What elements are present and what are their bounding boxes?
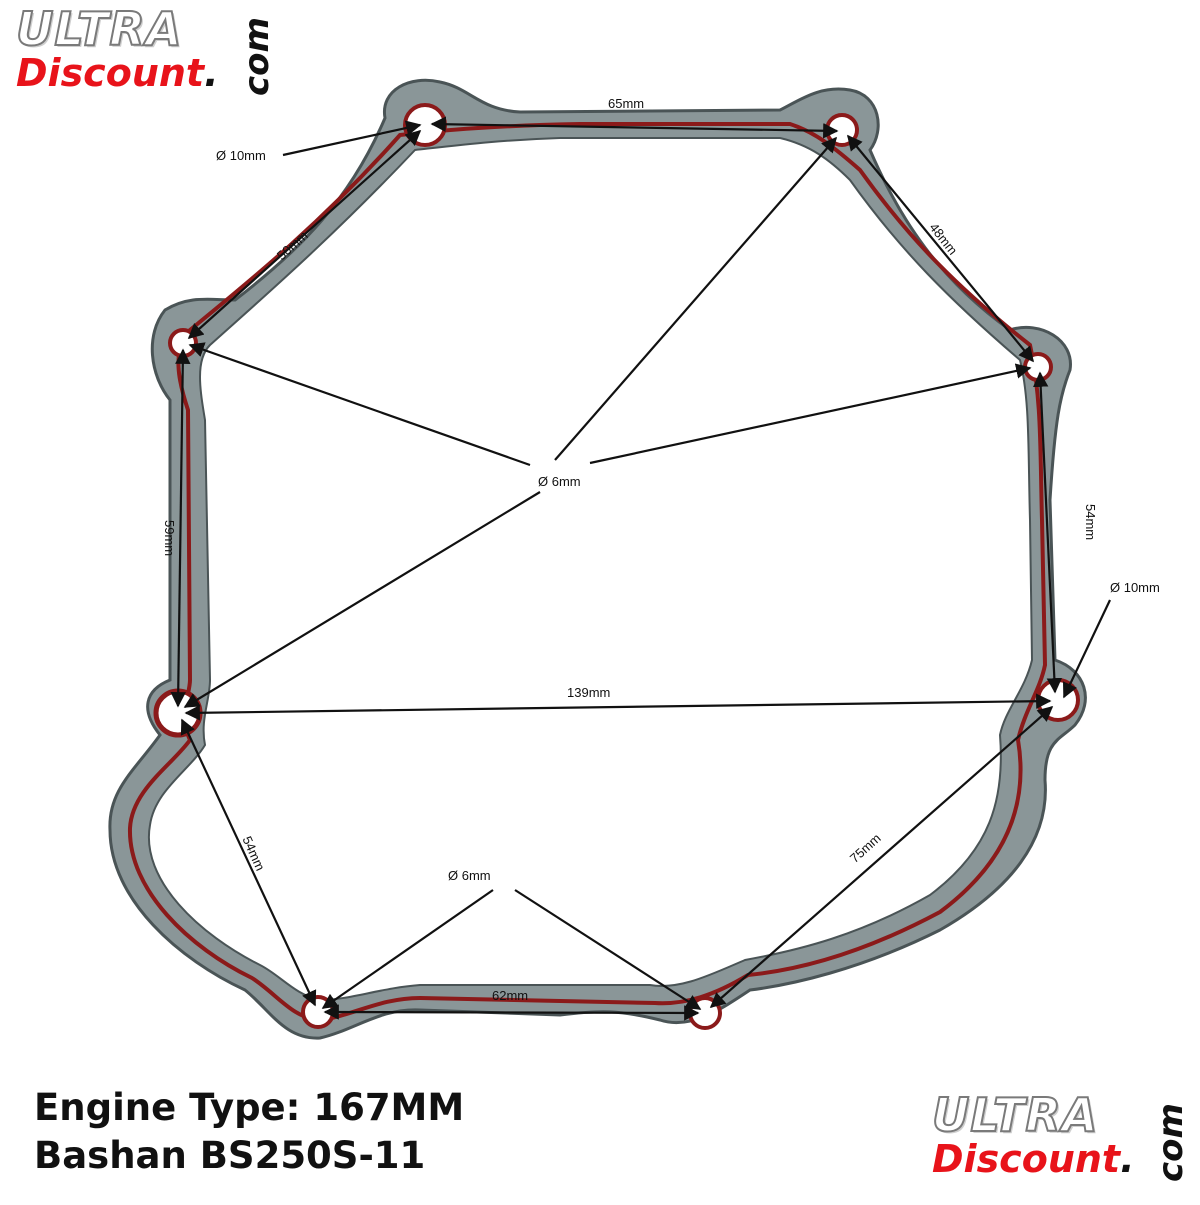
arrow-center-ul <box>188 342 531 467</box>
arrow-lower-left <box>180 718 317 1007</box>
arrow-bottom-left <box>321 889 494 1009</box>
engine-type-caption: Engine Type: 167MM <box>34 1086 465 1129</box>
logo-discount-text: Discount. <box>932 1137 1135 1181</box>
logo-com-text: com <box>237 17 277 96</box>
arrow-left-side <box>170 348 191 708</box>
arrow-upper-left <box>187 129 422 340</box>
label-top-span: 65mm <box>608 96 644 111</box>
arrow-center-ur <box>589 363 1032 465</box>
label-bottom-span: 62mm <box>492 988 528 1003</box>
arrow-lower-right <box>709 705 1054 1009</box>
model-caption: Bashan BS250S-11 <box>34 1134 426 1177</box>
arrow-upper-right <box>847 134 1034 363</box>
logo-ultra-text: ULTRA <box>15 2 183 56</box>
ultradiscount-logo-bottom[interactable]: ULTRA Discount. com <box>931 1088 1191 1182</box>
dimension-arrows <box>170 116 1111 1021</box>
arrow-d-right <box>1062 599 1111 699</box>
arrow-bottom-right <box>514 889 702 1010</box>
logo-ultra-text: ULTRA <box>931 1088 1099 1142</box>
arrow-center-tr <box>554 136 838 461</box>
arrow-top-span <box>430 116 839 139</box>
arrow-width <box>184 693 1052 721</box>
label-d-right: Ø 10mm <box>1110 580 1160 595</box>
logo-com-text: com <box>1151 1103 1191 1182</box>
arrow-right-side <box>1032 371 1063 694</box>
label-bottom-holes: Ø 6mm <box>448 868 491 883</box>
arrow-center-left <box>183 491 541 708</box>
label-width: 139mm <box>567 685 610 700</box>
label-d-top-left: Ø 10mm <box>216 148 266 163</box>
logo-discount-text: Discount. <box>16 51 219 95</box>
hole-upper-right <box>1023 352 1053 382</box>
arrow-bottom-span <box>323 1004 700 1021</box>
label-right-side: 54mm <box>1083 504 1098 540</box>
label-left-side: 59mm <box>162 520 177 556</box>
ultradiscount-logo-top[interactable]: ULTRA Discount. com <box>15 2 277 96</box>
label-center-holes: Ø 6mm <box>538 474 581 489</box>
